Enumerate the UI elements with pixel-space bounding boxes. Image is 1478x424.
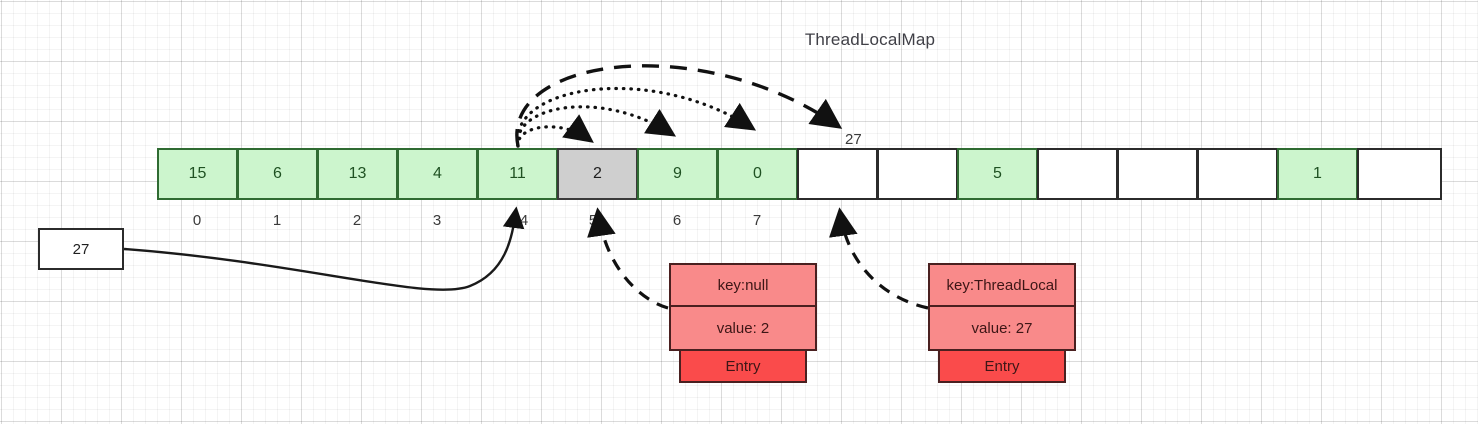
array-cell-13[interactable] <box>1197 148 1278 200</box>
insert-value-label: 27 <box>845 131 862 148</box>
array-cell-6-value: 9 <box>673 165 682 182</box>
array-cell-3-value: 4 <box>433 165 442 182</box>
array-cell-5-value: 2 <box>593 165 602 182</box>
array-cell-4-value: 11 <box>509 165 526 182</box>
array-cell-14[interactable]: 1 <box>1277 148 1358 200</box>
input-value-box[interactable]: 27 <box>38 228 124 270</box>
array-index-1: 1 <box>272 212 282 229</box>
array-cell-0[interactable]: 15 <box>157 148 238 200</box>
array-cell-3[interactable]: 4 <box>397 148 478 200</box>
entry-stale-value: value: 2 <box>669 307 817 351</box>
input-value-text: 27 <box>72 240 90 258</box>
probe-arc-4-to-7 <box>516 86 757 148</box>
array-index-0: 0 <box>192 212 202 229</box>
array-cell-2-value: 13 <box>348 165 367 182</box>
array-cell-6[interactable]: 9 <box>637 148 718 200</box>
array-index-3: 3 <box>432 212 442 229</box>
array-index-7: 7 <box>752 212 762 229</box>
array-cell-7[interactable]: 0 <box>717 148 798 200</box>
insert-arc-4-to-8 <box>515 64 843 147</box>
array-index-4: 4 <box>519 212 529 229</box>
probe-arc-4-to-6 <box>516 105 677 148</box>
array-cell-8[interactable] <box>797 148 878 200</box>
entry-new-key: key:ThreadLocal <box>928 263 1076 307</box>
array-cell-7-value: 0 <box>753 165 762 182</box>
array-cell-1-value: 6 <box>273 165 282 182</box>
diagram-title: ThreadLocalMap <box>804 30 936 49</box>
array-cell-10-value: 5 <box>993 165 1002 182</box>
array-cell-15[interactable] <box>1357 148 1442 200</box>
array-cell-0-value: 15 <box>188 165 207 182</box>
entry-box-new[interactable]: key:ThreadLocal value: 27 Entry <box>928 263 1076 383</box>
entry-stale-key: key:null <box>669 263 817 307</box>
new-entry-connector <box>829 207 929 310</box>
array-cell-12[interactable] <box>1117 148 1198 200</box>
array-cell-2[interactable]: 13 <box>317 148 398 200</box>
array-index-5: 5 <box>588 212 598 229</box>
entry-new-footer: Entry <box>938 351 1066 383</box>
array-cell-10[interactable]: 5 <box>957 148 1038 200</box>
array-index-2: 2 <box>352 212 362 229</box>
probe-arc-4-to-5 <box>516 114 594 148</box>
array-cell-5[interactable]: 2 <box>557 148 638 200</box>
array-cell-1[interactable]: 6 <box>237 148 318 200</box>
array-cell-14-value: 1 <box>1313 165 1322 182</box>
array-cell-11[interactable] <box>1037 148 1118 200</box>
array-cell-4[interactable]: 11 <box>477 148 558 200</box>
array-cell-9[interactable] <box>877 148 958 200</box>
entry-new-value: value: 27 <box>928 307 1076 351</box>
entry-box-stale[interactable]: key:null value: 2 Entry <box>669 263 817 383</box>
entry-stale-footer: Entry <box>679 351 807 383</box>
array-index-6: 6 <box>672 212 682 229</box>
